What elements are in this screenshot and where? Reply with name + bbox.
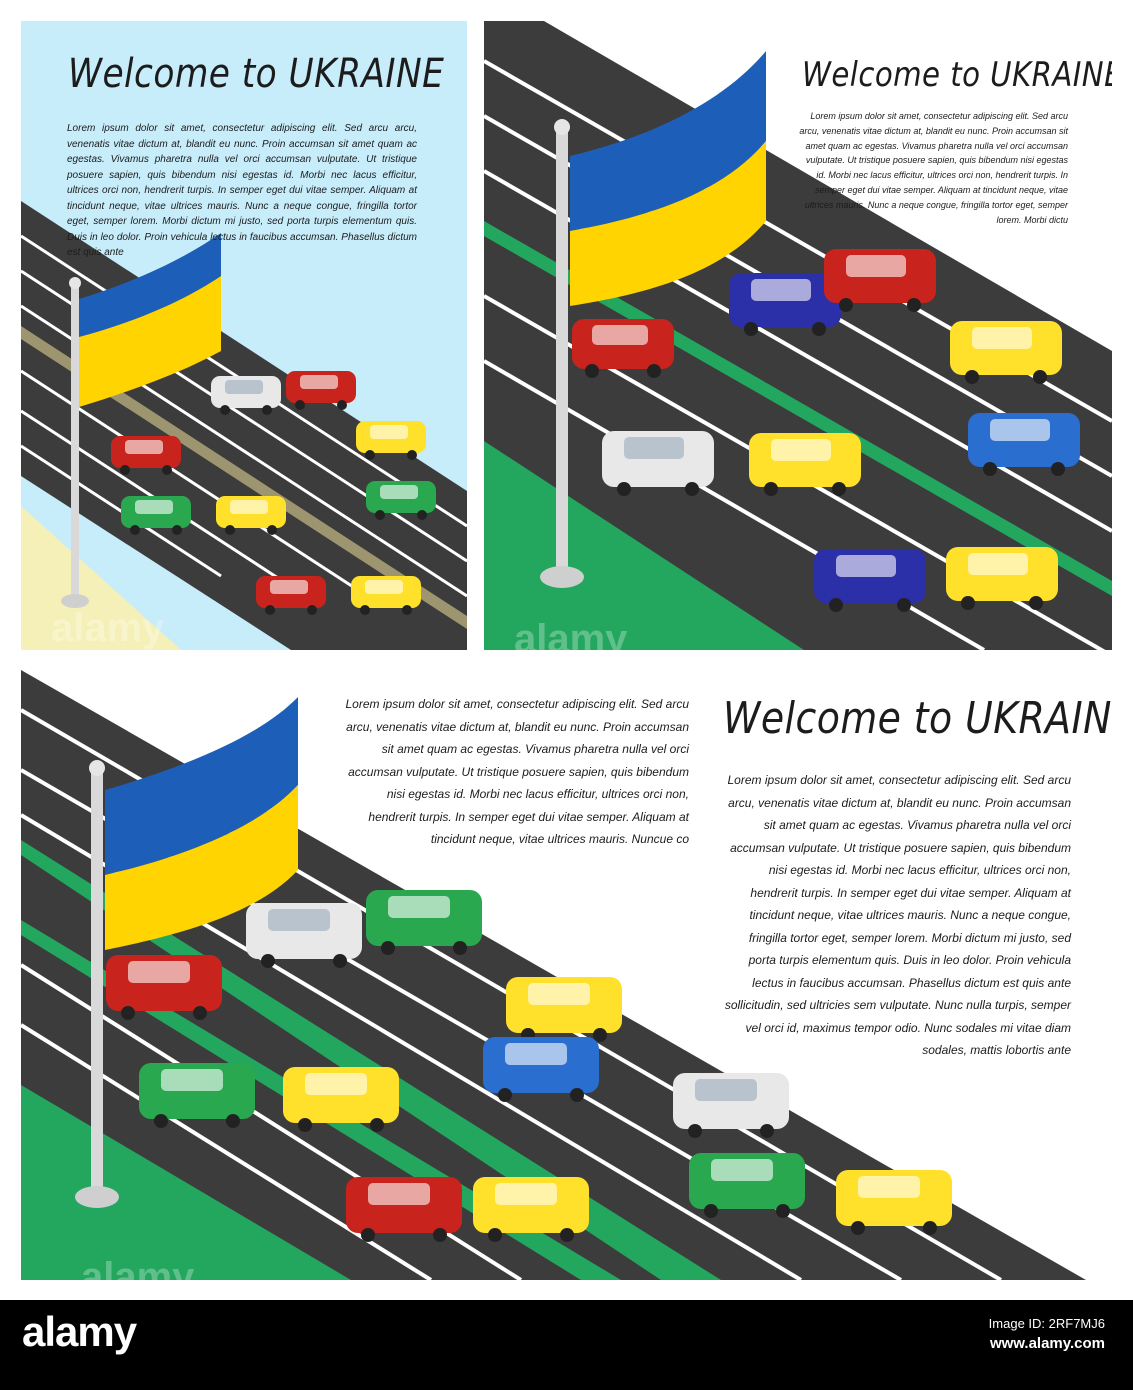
car	[729, 273, 841, 336]
car	[283, 1067, 399, 1132]
car	[749, 433, 861, 496]
car	[506, 977, 622, 1042]
site-url[interactable]: www.alamy.com	[989, 1335, 1105, 1352]
car	[351, 576, 421, 615]
car	[572, 319, 674, 378]
car	[366, 890, 482, 955]
grass-ground	[21, 1085, 351, 1280]
car	[246, 903, 362, 968]
ukraine-flag	[105, 697, 298, 950]
stock-footer: alamy Image ID: 2RF7MJ6 www.alamy.com	[0, 1300, 1133, 1390]
car	[121, 496, 191, 535]
car	[968, 413, 1080, 476]
poster-body-text-left: Lorem ipsum dolor sit amet, consectetur …	[345, 697, 690, 846]
car	[286, 371, 356, 410]
car	[216, 496, 286, 535]
flagpole	[540, 119, 584, 588]
car	[356, 421, 426, 460]
cars-2	[572, 249, 1080, 612]
highway-scene-3	[21, 665, 1086, 1280]
poster-body-text: Lorem ipsum dolor sit amet, consectetur …	[67, 123, 417, 258]
car	[111, 436, 181, 475]
flagpole	[75, 760, 119, 1208]
ukraine-flag	[79, 233, 221, 407]
ukraine-flag	[570, 51, 766, 306]
poster-body-text: Lorem ipsum dolor sit amet, consectetur …	[799, 111, 1068, 225]
flagpole	[61, 277, 89, 608]
car	[602, 431, 714, 496]
alamy-logo[interactable]: alamy	[22, 1308, 137, 1355]
car	[673, 1073, 789, 1138]
car	[256, 576, 326, 615]
highway-scene-1	[21, 201, 467, 650]
car	[346, 1177, 462, 1242]
car	[139, 1063, 255, 1128]
grass-median	[21, 840, 721, 1280]
poster-panel-1: Welcome to UKRAINE Lorem ipsum dolor sit…	[21, 21, 467, 650]
poster-body-text-right: Lorem ipsum dolor sit amet, consectetur …	[724, 773, 1071, 1057]
car	[366, 481, 436, 520]
car	[483, 1037, 599, 1102]
sand-ground	[21, 506, 181, 650]
cars-3	[106, 890, 952, 1242]
poster-title: Welcome to UKRAINE	[802, 55, 1112, 95]
highway-scene-2	[484, 21, 1112, 650]
car	[836, 1170, 952, 1235]
car	[950, 321, 1062, 384]
poster-panel-2: Welcome to UKRAINE Lorem ipsum dolor sit…	[484, 21, 1112, 650]
car	[106, 955, 222, 1020]
car	[946, 547, 1058, 610]
cars-1	[111, 371, 436, 615]
poster-title: Welcome to UKRAINE	[68, 51, 445, 97]
poster-panel-3: Lorem ipsum dolor sit amet, consectetur …	[21, 665, 1111, 1280]
car	[689, 1153, 805, 1218]
car	[824, 249, 936, 312]
road-surface	[21, 665, 1086, 1280]
poster-title: Welcome to UKRAINE	[723, 693, 1111, 744]
car	[473, 1177, 589, 1242]
car	[814, 549, 926, 612]
median-strip	[21, 326, 467, 629]
image-meta: Image ID: 2RF7MJ6 www.alamy.com	[925, 1314, 1105, 1354]
image-id-label: Image ID: 2RF7MJ6	[988, 1316, 1105, 1331]
car	[211, 376, 281, 415]
